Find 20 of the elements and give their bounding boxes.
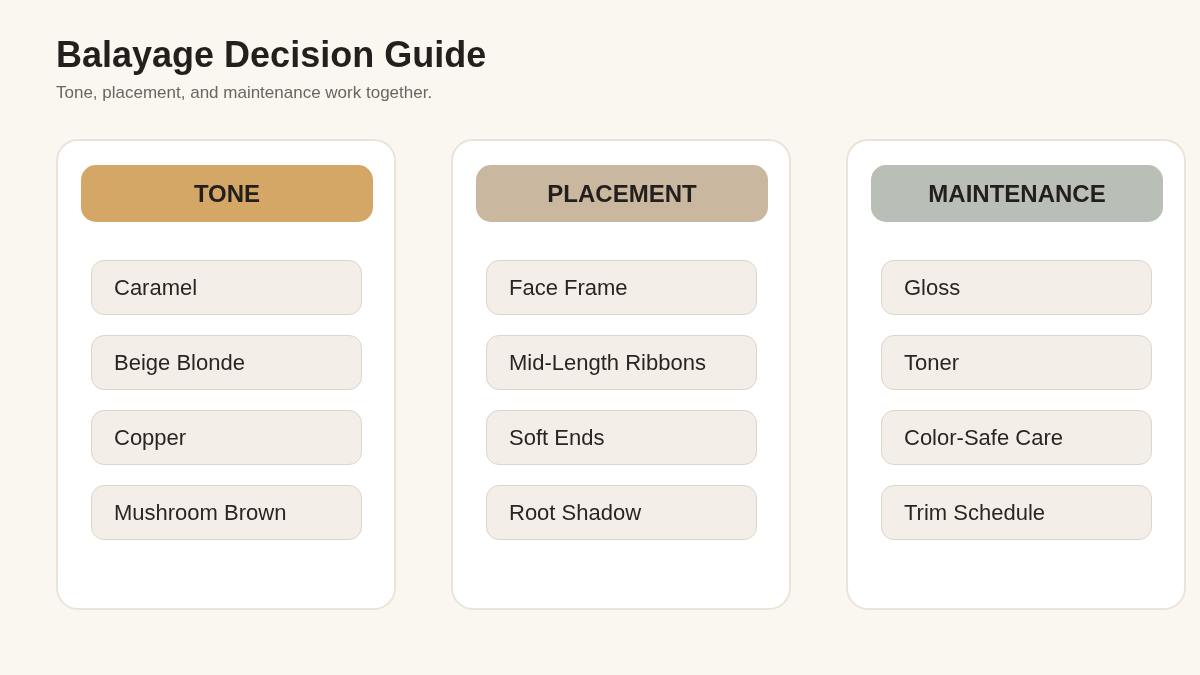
option-pill: Face Frame — [486, 260, 757, 315]
option-pill: Color-Safe Care — [881, 410, 1152, 465]
category-header: TONE — [81, 165, 373, 222]
option-pill: Copper — [91, 410, 362, 465]
option-pill: Caramel — [91, 260, 362, 315]
option-pill: Soft Ends — [486, 410, 757, 465]
category-header: MAINTENANCE — [871, 165, 1163, 222]
page-title: Balayage Decision Guide — [56, 34, 487, 76]
card-panel — [846, 139, 1186, 610]
subtitle: Tone, placement, and maintenance work together. — [56, 83, 433, 103]
category-header: PLACEMENT — [476, 165, 768, 222]
option-pill: Mid-Length Ribbons — [486, 335, 757, 390]
option-pill: Beige Blonde — [91, 335, 362, 390]
option-pill: Root Shadow — [486, 485, 757, 540]
option-pill: Gloss — [881, 260, 1152, 315]
card-panel — [451, 139, 791, 610]
option-pill: Trim Schedule — [881, 485, 1152, 540]
card-panel — [56, 139, 396, 610]
option-pill: Toner — [881, 335, 1152, 390]
option-pill: Mushroom Brown — [91, 485, 362, 540]
